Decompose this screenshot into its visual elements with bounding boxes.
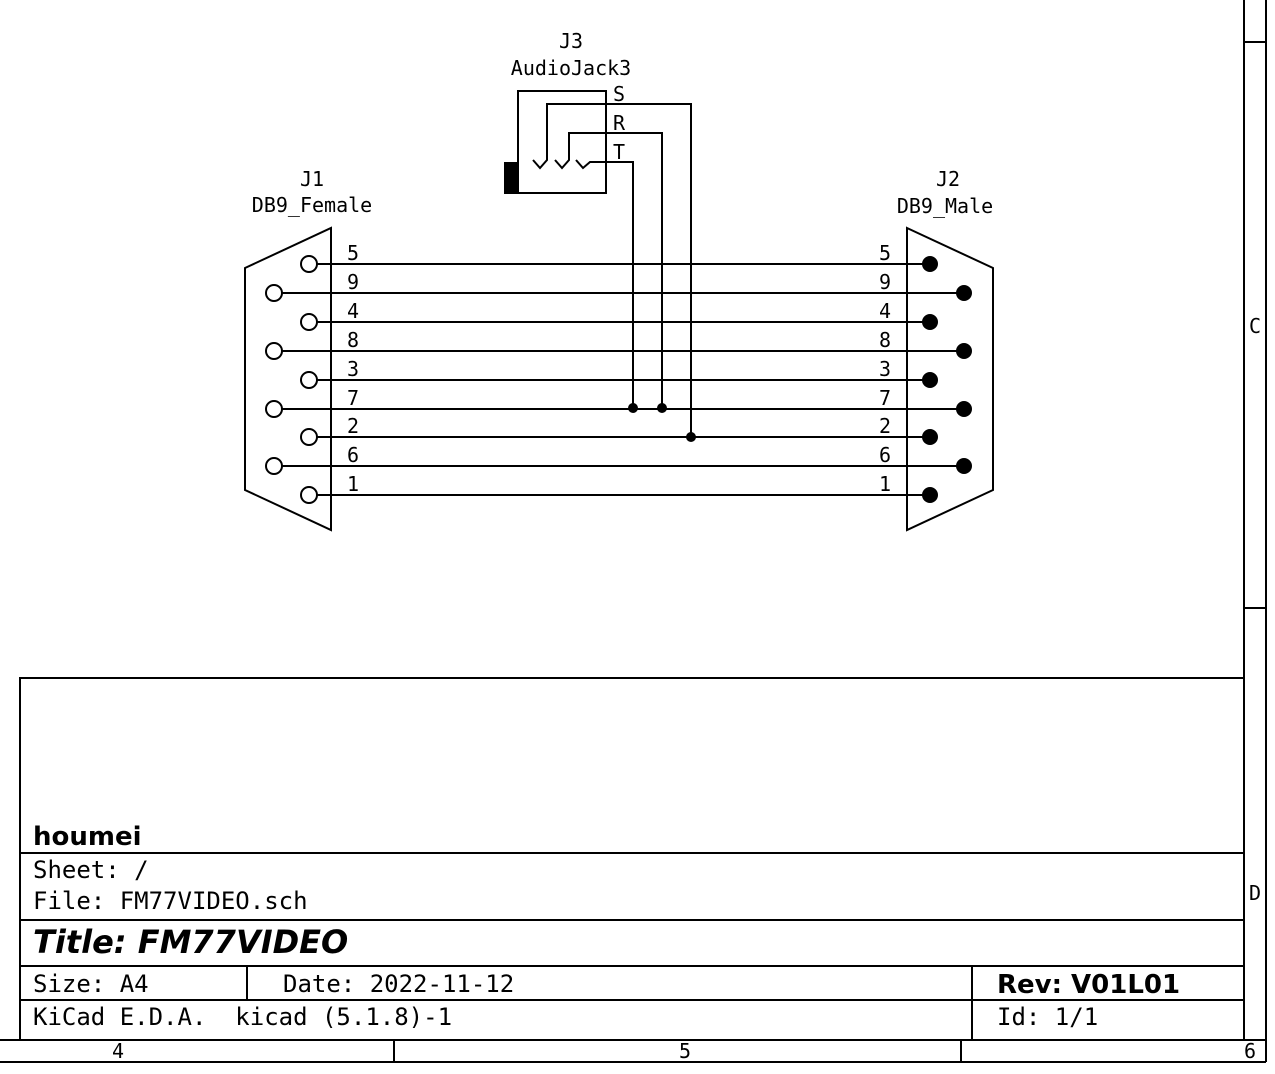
title-block-company: houmei bbox=[33, 822, 142, 852]
j1-socket-4 bbox=[300, 313, 318, 331]
j2-pin-number: 6 bbox=[879, 443, 891, 467]
j1-pin-number: 6 bbox=[347, 443, 359, 467]
j1-pin-number: 3 bbox=[347, 357, 359, 381]
border-col-6: 6 bbox=[1244, 1039, 1256, 1063]
j2-pin-9 bbox=[956, 285, 972, 301]
j2-connector-body bbox=[906, 226, 994, 532]
wire-tip bbox=[604, 161, 634, 408]
j2-reference: J2 bbox=[936, 167, 960, 191]
j3-value: AudioJack3 bbox=[511, 56, 631, 80]
j2-pin-6 bbox=[956, 458, 972, 474]
j1-socket-6 bbox=[265, 457, 283, 475]
j2-pin-number: 1 bbox=[879, 472, 891, 496]
wire-ring bbox=[604, 132, 663, 408]
title-block-rev: Rev: V01L01 bbox=[997, 970, 1180, 1000]
j2-pin-number: 5 bbox=[879, 241, 891, 265]
j1-socket-3 bbox=[300, 371, 318, 389]
j3-reference: J3 bbox=[559, 29, 583, 53]
j3-audio-jack-symbol bbox=[504, 90, 607, 194]
db9-nets: 5 5 9 9 4 4 8 8 3 3 7 7 2 2 6 6 1 1 bbox=[265, 241, 972, 504]
j1-pin-number: 4 bbox=[347, 299, 359, 323]
j2-pin-number: 2 bbox=[879, 414, 891, 438]
j2-pin-7 bbox=[956, 401, 972, 417]
j2-pin-5 bbox=[922, 256, 938, 272]
j2-pin-2 bbox=[922, 429, 938, 445]
j1-socket-1 bbox=[300, 486, 318, 504]
j2-pin-1 bbox=[922, 487, 938, 503]
j1-pin-number: 5 bbox=[347, 241, 359, 265]
j1-connector-body bbox=[244, 226, 332, 532]
j1-socket-9 bbox=[265, 284, 283, 302]
border-col-5: 5 bbox=[679, 1039, 691, 1063]
j2-pin-4 bbox=[922, 314, 938, 330]
j1-pin-number: 7 bbox=[347, 386, 359, 410]
j2-pin-number: 7 bbox=[879, 386, 891, 410]
j2-pin-number: 9 bbox=[879, 270, 891, 294]
title-block-date: Date: 2022-11-12 bbox=[283, 970, 514, 998]
border-col-4: 4 bbox=[112, 1039, 124, 1063]
title-block-sheet: Sheet: / bbox=[33, 856, 149, 884]
j1-reference: J1 bbox=[300, 167, 324, 191]
j2-pin-number: 4 bbox=[879, 299, 891, 323]
title-block-tool: KiCad E.D.A. kicad (5.1.8)-1 bbox=[33, 1003, 452, 1031]
title-block-file: File: FM77VIDEO.sch bbox=[33, 887, 308, 915]
j2-pin-number: 3 bbox=[879, 357, 891, 381]
j1-socket-7 bbox=[265, 400, 283, 418]
j3-pin-s: S bbox=[613, 82, 625, 106]
title-block-size: Size: A4 bbox=[33, 970, 149, 998]
j2-pin-3 bbox=[922, 372, 938, 388]
j1-pin-number: 9 bbox=[347, 270, 359, 294]
j3-pin-r: R bbox=[613, 111, 626, 135]
title-block-title: Title: FM77VIDEO bbox=[33, 923, 348, 961]
title-block-frame bbox=[19, 677, 1245, 1041]
jack-wires bbox=[604, 103, 692, 437]
j2-pin-8 bbox=[956, 343, 972, 359]
j1-socket-2 bbox=[300, 428, 318, 446]
j1-socket-5 bbox=[300, 255, 318, 273]
title-block-id: Id: 1/1 bbox=[997, 1003, 1098, 1031]
j1-pin-number: 1 bbox=[347, 472, 359, 496]
j2-pin-number: 8 bbox=[879, 328, 891, 352]
border-row-d: D bbox=[1249, 881, 1261, 905]
j1-value: DB9_Female bbox=[252, 193, 372, 217]
j2-value: DB9_Male bbox=[897, 194, 993, 218]
border-row-c: C bbox=[1249, 314, 1261, 338]
j1-socket-8 bbox=[265, 342, 283, 360]
j3-pin-t: T bbox=[613, 140, 625, 164]
wire-sleeve bbox=[604, 103, 692, 437]
j1-pin-number: 8 bbox=[347, 328, 359, 352]
j1-pin-number: 2 bbox=[347, 414, 359, 438]
